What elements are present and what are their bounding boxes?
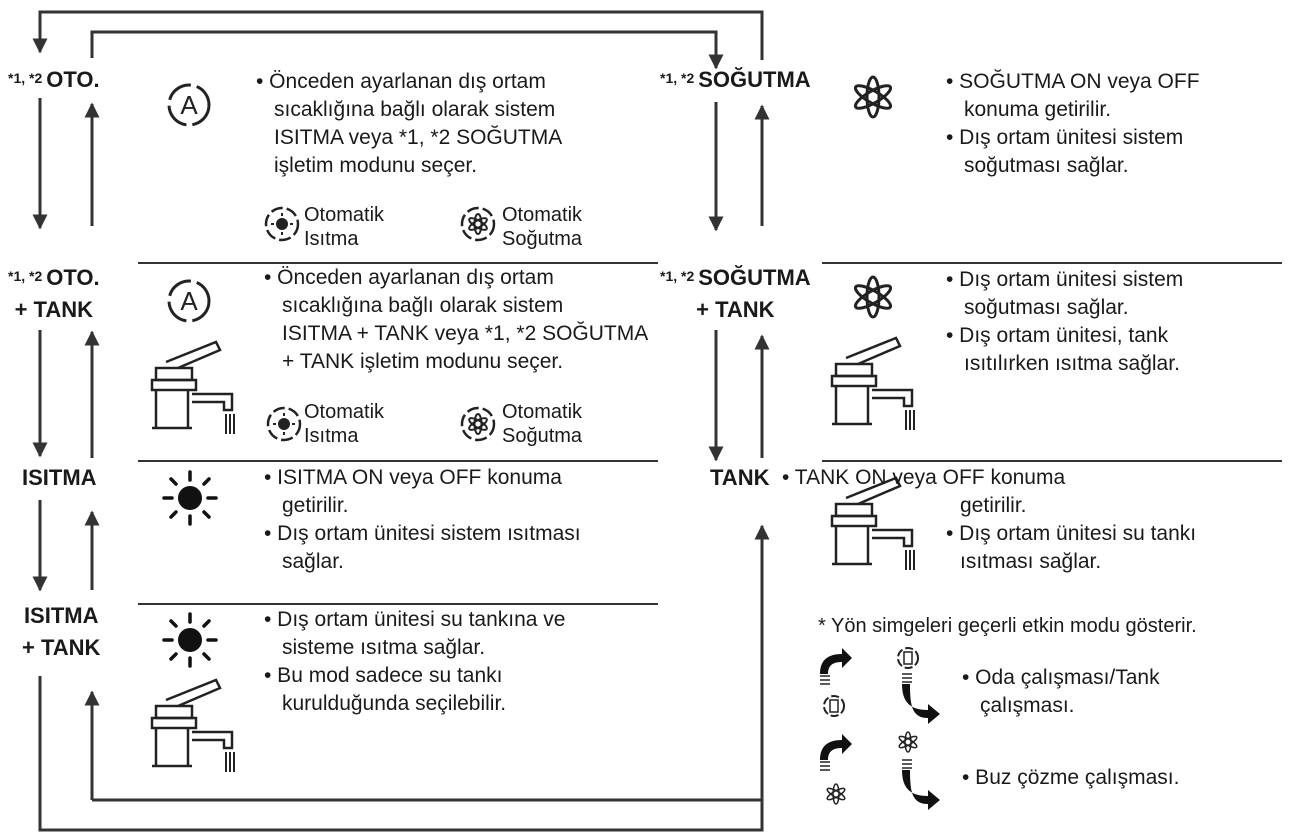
tank-room-arrow-icon (892, 644, 944, 729)
heat-tank-description: • Dış ortam ünitesi su tankına ve sistem… (264, 608, 566, 715)
auto-heat-icon (264, 404, 304, 449)
separator (138, 262, 658, 264)
auto-heat-icon (262, 204, 302, 249)
auto-cool-icon (458, 404, 498, 449)
defrost-arrow-icon (892, 728, 944, 817)
auto-mode-icon: A (162, 274, 216, 333)
sun-icon (162, 470, 218, 531)
svg-text:A: A (180, 90, 198, 120)
tank-description: • TANK ON veya OFF konuma getirilir. • D… (782, 466, 1197, 573)
separator (822, 262, 1282, 264)
cool-description: • SOĞUTMA ON veya OFF konuma getirilir. … (946, 70, 1200, 177)
snowflake-icon (846, 270, 900, 329)
faucet-icon (148, 338, 244, 443)
sun-icon (162, 612, 218, 673)
auto-cool-icon (458, 204, 498, 249)
faucet-icon (828, 474, 924, 579)
room-tank-legend: • Oda çalışması/Tank çalışması. (962, 666, 1160, 717)
separator (138, 603, 658, 605)
defrost-legend: • Buz çözme çalışması. (962, 766, 1180, 789)
separator (822, 460, 1282, 462)
svg-text:A: A (180, 286, 198, 316)
mode-label-heat: ISITMA (22, 465, 97, 490)
auto-description: • Önceden ayarlanan dış ortam sıcaklığın… (256, 70, 563, 177)
mode-label-heat-tank: ISITMA + TANK (22, 603, 101, 660)
legend-note: * Yön simgeleri geçerli etkin modu göste… (818, 615, 1197, 637)
room-tank-arrow-icon (814, 646, 854, 727)
snowflake-icon (846, 70, 900, 129)
footnote-marks: *1, *2 (8, 70, 43, 86)
separator (138, 460, 658, 462)
heat-description: • ISITMA ON veya OFF konuma getirilir. •… (264, 466, 581, 573)
auto-mode-icon: A (162, 78, 216, 137)
mode-label-tank: TANK (710, 465, 770, 490)
defrost-arrow-icon (814, 730, 858, 817)
auto-tank-description: • Önceden ayarlanan dış ortam sıcaklığın… (264, 266, 649, 373)
cool-tank-description: • Dış ortam ünitesi sistem soğutması sağ… (946, 268, 1184, 375)
faucet-icon (148, 676, 244, 781)
faucet-icon (828, 334, 924, 439)
